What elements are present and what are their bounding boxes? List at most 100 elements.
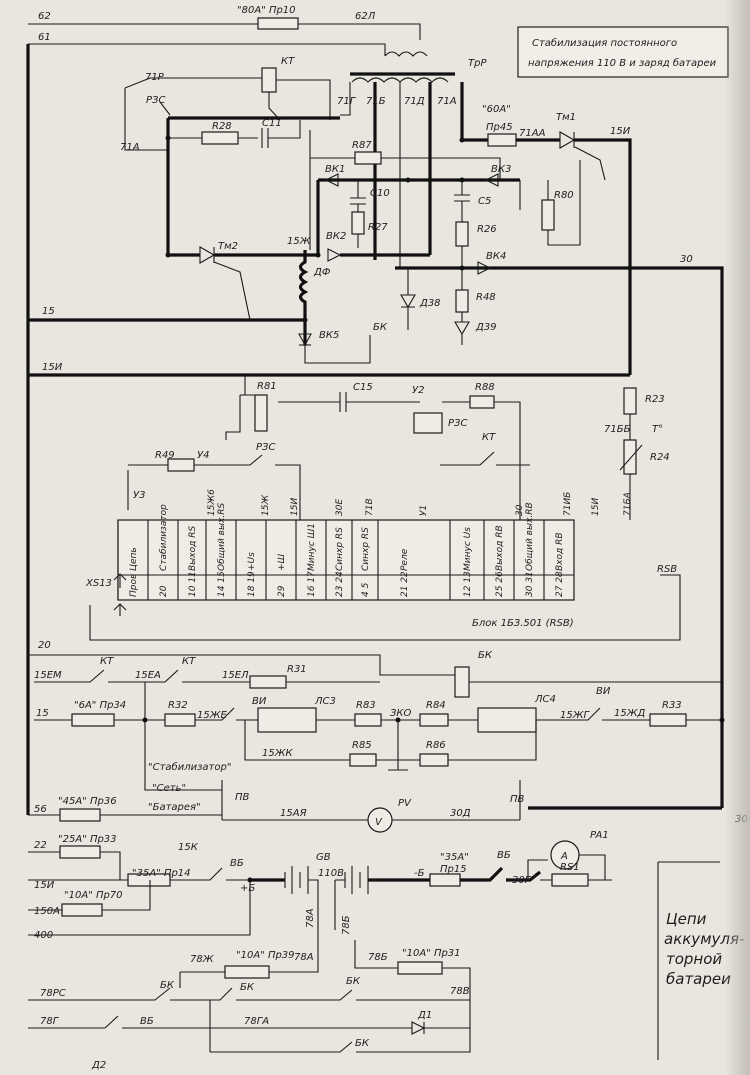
svg-text:"10А" Пр70: "10А" Пр70 xyxy=(64,890,123,901)
svg-text:15К: 15К xyxy=(178,842,199,853)
svg-text:"Батарея": "Батарея" xyxy=(148,802,201,813)
svg-text:Тм2: Тм2 xyxy=(218,241,238,252)
block-wire-tags: 15Ж6 15Ж 15И 30Е 71В У1 30 71ИБ 15И 71БА xyxy=(207,489,633,516)
svg-text:78А: 78А xyxy=(305,908,316,928)
svg-text:22: 22 xyxy=(34,840,47,851)
svg-text:-Б: -Б xyxy=(414,868,425,879)
svg-text:"6А" Пр34: "6А" Пр34 xyxy=(74,700,126,711)
r80 xyxy=(519,160,581,246)
svg-text:C5: C5 xyxy=(478,196,491,207)
svg-text:78В: 78В xyxy=(450,986,470,997)
title-line-1: Стабилизация постоянного xyxy=(532,37,677,49)
block-column-pins: Пров xyxy=(129,574,139,597)
svg-text:"Стабилизатор": "Стабилизатор" xyxy=(148,761,231,773)
svg-text:ВИ: ВИ xyxy=(596,686,611,697)
fuse-pr10 xyxy=(257,17,299,30)
page-edge-shadow xyxy=(724,0,750,1075)
block-column-name: Цепь xyxy=(129,547,139,571)
svg-text:GB: GB xyxy=(316,852,331,863)
svg-text:R87: R87 xyxy=(352,140,372,151)
svg-text:400: 400 xyxy=(34,930,53,941)
svg-text:"35А" Пр14: "35А" Пр14 xyxy=(132,868,191,879)
svg-text:Д38: Д38 xyxy=(419,298,441,309)
svg-text:62Л: 62Л xyxy=(355,11,376,22)
svg-text:БК: БК xyxy=(373,322,388,333)
svg-text:56: 56 xyxy=(34,804,47,815)
side-caption-1: Цепи xyxy=(666,910,707,928)
block-column-pins: 21 22 xyxy=(400,571,410,597)
side-caption-3: торной xyxy=(666,950,722,968)
svg-text:71Д: 71Д xyxy=(404,96,425,107)
svg-text:КТ: КТ xyxy=(100,656,114,667)
svg-text:78А: 78А xyxy=(294,952,314,963)
svg-text:ТрР: ТрР xyxy=(468,58,487,69)
svg-text:RS1: RS1 xyxy=(560,862,580,873)
svg-text:А: А xyxy=(560,851,568,862)
svg-text:71В: 71В xyxy=(365,498,375,516)
svg-text:71Р: 71Р xyxy=(145,72,165,83)
svg-text:71ИБ: 71ИБ xyxy=(563,492,573,516)
svg-text:R88: R88 xyxy=(475,382,495,393)
svg-text:ВБ: ВБ xyxy=(140,1016,154,1027)
svg-text:Т°: Т° xyxy=(652,424,663,435)
svg-text:71Б: 71Б xyxy=(366,96,386,107)
block-column-name: +Us xyxy=(247,552,257,571)
svg-text:78Г: 78Г xyxy=(40,1016,60,1027)
block-column-name: Минус Ш1 xyxy=(307,523,317,571)
svg-text:R28: R28 xyxy=(212,121,232,132)
battery-section xyxy=(28,808,612,936)
r87-line xyxy=(309,130,501,250)
control-network xyxy=(225,375,643,520)
fuse-pr45-and-tm1 xyxy=(459,131,632,375)
svg-text:15ЖК: 15ЖК xyxy=(262,748,293,759)
svg-text:КТ: КТ xyxy=(482,432,496,443)
svg-text:15Ж6: 15Ж6 xyxy=(207,489,217,516)
svg-text:Д1: Д1 xyxy=(417,1010,432,1021)
svg-text:"45А": "45А" xyxy=(58,796,87,807)
svg-text:БК: БК xyxy=(355,1038,370,1049)
svg-text:71А: 71А xyxy=(120,142,140,153)
svg-text:15АЯ: 15АЯ xyxy=(280,808,307,819)
block-column-name: +Ш xyxy=(277,553,287,571)
tm2-line xyxy=(165,180,430,321)
block-column-pins: 10 11 xyxy=(188,571,198,597)
svg-text:ВК2: ВК2 xyxy=(326,231,346,242)
block-column-name: Выход RS xyxy=(188,526,198,571)
svg-text:ВК3: ВК3 xyxy=(491,164,511,175)
svg-text:62: 62 xyxy=(38,11,51,22)
block-ref: RSB xyxy=(657,564,677,575)
block-column-name: Минус Us xyxy=(463,527,473,571)
svg-text:РЗС: РЗС xyxy=(256,442,275,453)
svg-text:150А: 150А xyxy=(34,906,60,917)
svg-text:У2: У2 xyxy=(412,385,424,396)
svg-text:ВК1: ВК1 xyxy=(325,164,345,175)
svg-text:C15: C15 xyxy=(353,382,373,393)
svg-text:Пр45: Пр45 xyxy=(486,122,513,133)
svg-text:15: 15 xyxy=(36,708,49,719)
svg-text:Д39: Д39 xyxy=(475,322,497,333)
block-column-pins: 12 13 xyxy=(463,571,473,597)
block-column-pins: 18 19 xyxy=(247,571,257,597)
svg-text:ВИ: ВИ xyxy=(252,696,267,707)
svg-text:ВК4: ВК4 xyxy=(486,251,506,262)
svg-text:+Б: +Б xyxy=(240,883,255,894)
svg-text:71АА: 71АА xyxy=(519,128,546,139)
svg-text:У3: У3 xyxy=(133,490,145,501)
svg-text:R26: R26 xyxy=(477,224,497,235)
svg-text:"35А": "35А" xyxy=(440,852,469,863)
block-column-name: Вход RВ xyxy=(555,532,565,571)
svg-text:78Ж: 78Ж xyxy=(190,954,215,965)
title-line-2: напряжения 110 В и заряд батареи xyxy=(528,57,717,69)
svg-text:R86: R86 xyxy=(426,740,446,751)
block-column-name: Общий вых.RВ xyxy=(525,502,535,571)
svg-text:ДФ: ДФ xyxy=(313,267,331,278)
r49-kt-line xyxy=(127,451,530,520)
svg-text:R49: R49 xyxy=(155,450,175,461)
svg-text:15Ж: 15Ж xyxy=(287,236,312,247)
side-caption-frame xyxy=(657,861,720,1060)
block-column-name: Синхр RS xyxy=(335,527,345,571)
svg-text:78Б: 78Б xyxy=(368,952,388,963)
svg-text:КТ: КТ xyxy=(182,656,196,667)
